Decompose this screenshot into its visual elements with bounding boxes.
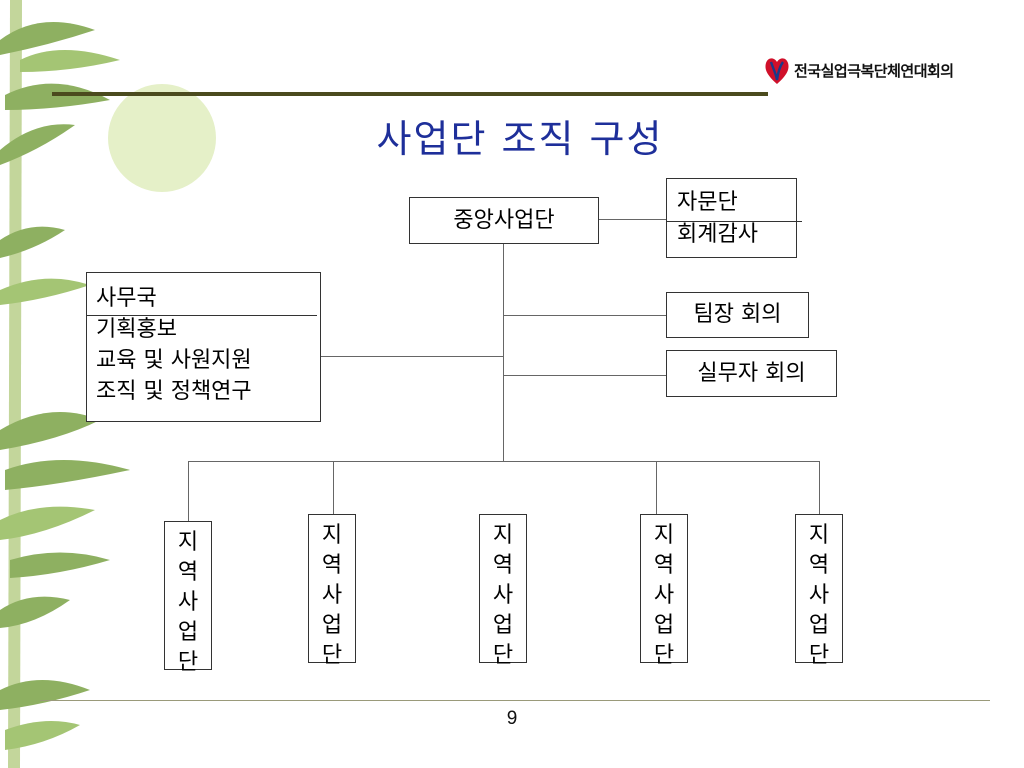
regional-business-group-box: 지 역 사 업 단 <box>479 514 527 668</box>
connector-regional-bar <box>188 461 820 462</box>
organization-logo: 전국실업극복단체연대회의 <box>764 50 982 90</box>
regional-char: 사 <box>321 583 343 608</box>
regional-business-group-box: 지 역 사 업 단 <box>308 514 356 668</box>
regional-char: 사 <box>653 583 675 608</box>
heart-logo-icon <box>765 58 789 84</box>
page-title: 사업단 조직 구성 <box>376 117 664 161</box>
regional-char: 역 <box>492 553 514 578</box>
secretariat-divider <box>87 315 317 316</box>
connector-regional-1 <box>188 461 189 521</box>
regional-char: 단 <box>808 643 830 668</box>
regional-char: 지 <box>321 523 343 548</box>
connector-central-advisory <box>597 219 666 220</box>
regional-business-group-box: 지 역 사 업 단 <box>164 521 212 675</box>
practical-staff-meeting-box: 실무자 회의 <box>666 350 837 397</box>
regional-char: 역 <box>808 553 830 578</box>
connector-regional-4 <box>656 461 657 514</box>
regional-char: 지 <box>492 523 514 548</box>
regional-char: 사 <box>492 583 514 608</box>
regional-char: 역 <box>321 553 343 578</box>
connector-team-meeting <box>503 315 666 316</box>
regional-char: 단 <box>653 643 675 668</box>
top-rule <box>52 92 768 96</box>
secretariat-header: 사무국 <box>96 286 157 311</box>
regional-char: 단 <box>321 643 343 668</box>
bamboo-decoration <box>0 0 130 768</box>
regional-char: 지 <box>177 530 199 555</box>
regional-char: 단 <box>177 650 199 675</box>
audit-label: 회계감사 <box>677 222 758 247</box>
regional-char: 업 <box>808 613 830 638</box>
regional-char: 업 <box>177 620 199 645</box>
advisory-divider <box>667 221 802 222</box>
team-leader-meeting-box: 팀장 회의 <box>666 292 809 338</box>
regional-char: 사 <box>808 583 830 608</box>
regional-char: 지 <box>808 523 830 548</box>
page-number: 9 <box>506 708 518 729</box>
regional-char: 역 <box>177 560 199 585</box>
advisory-box: 자문단 회계감사 <box>666 178 802 258</box>
regional-char: 업 <box>653 613 675 638</box>
regional-business-group-box: 지 역 사 업 단 <box>640 514 688 668</box>
moon-decoration <box>108 84 216 192</box>
connector-secretariat <box>321 356 503 357</box>
secretariat-item: 조직 및 정책연구 <box>96 379 252 404</box>
regional-char: 업 <box>492 613 514 638</box>
connector-trunk <box>503 242 504 462</box>
regional-char: 역 <box>653 553 675 578</box>
regional-char: 사 <box>177 590 199 615</box>
regional-business-group-box: 지 역 사 업 단 <box>795 514 843 668</box>
regional-char: 업 <box>321 613 343 638</box>
connector-regional-5 <box>819 461 820 514</box>
secretariat-item: 기획홍보 <box>96 317 177 342</box>
regional-char: 단 <box>492 643 514 668</box>
secretariat-box: 사무국 기획홍보 교육 및 사원지원 조직 및 정책연구 <box>86 272 321 422</box>
central-business-group-box: 중앙사업단 <box>409 197 599 244</box>
advisory-label: 자문단 <box>677 190 738 215</box>
secretariat-item: 교육 및 사원지원 <box>96 348 252 373</box>
connector-practical-meeting <box>503 375 666 376</box>
connector-regional-2 <box>333 461 334 514</box>
regional-char: 지 <box>653 523 675 548</box>
bottom-rule <box>40 700 990 701</box>
logo-text: 전국실업극복단체연대회의 <box>794 61 954 80</box>
